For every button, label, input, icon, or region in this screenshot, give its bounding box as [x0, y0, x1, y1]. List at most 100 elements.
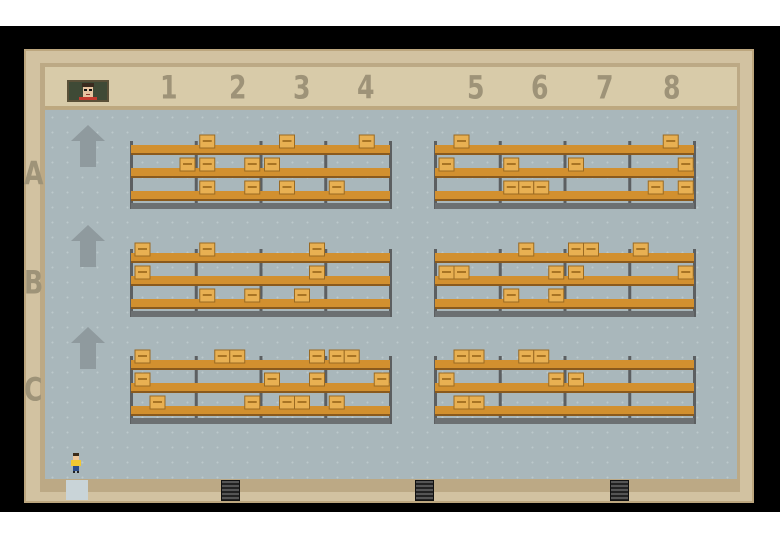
storage-box-label — [202, 140, 212, 142]
storage-box-label — [183, 163, 192, 165]
storage-box-label — [232, 355, 242, 357]
up-arrow-icon — [71, 327, 105, 369]
storage-box-label — [472, 355, 481, 357]
storage-box-label — [551, 378, 561, 380]
storage-box-label — [472, 401, 481, 403]
shelf-board — [435, 191, 694, 199]
column-label-6: 6 — [531, 68, 549, 107]
shelf-board — [435, 383, 694, 391]
storage-box-label — [202, 248, 212, 250]
storage-box-label — [442, 378, 451, 380]
storage-box-label — [442, 163, 451, 165]
shelf-board-shadow — [435, 284, 694, 286]
shelf-board — [435, 299, 694, 307]
storage-box-label — [506, 163, 516, 165]
shelf-post — [693, 141, 696, 209]
storage-box-label — [457, 140, 466, 142]
row-label-C: C — [24, 370, 43, 409]
storage-box-label — [636, 248, 646, 250]
floor-vent-icon — [221, 480, 240, 501]
column-label-2: 2 — [229, 68, 247, 107]
storage-box-label — [138, 271, 147, 273]
up-arrow-icon — [71, 125, 105, 167]
storage-box-label — [138, 355, 147, 357]
storage-box-label — [506, 186, 516, 188]
shelf-board-shadow — [131, 284, 390, 286]
shelf-board — [131, 360, 390, 368]
storage-box-label — [457, 355, 466, 357]
column-header-strip — [45, 67, 737, 109]
storage-box-label — [332, 355, 342, 357]
storage-box-label — [551, 271, 561, 273]
storage-box-label — [442, 271, 451, 273]
column-label-5: 5 — [467, 68, 485, 107]
storage-box-label — [666, 140, 676, 142]
storage-box-label — [267, 163, 277, 165]
shelf-board-shadow — [131, 176, 390, 178]
shelf-board-shadow — [435, 368, 694, 370]
storage-box-label — [521, 355, 531, 357]
player-character-icon[interactable] — [70, 453, 82, 473]
shelf-board — [131, 145, 390, 153]
row-label-B: B — [24, 263, 44, 302]
storage-box-label — [681, 163, 691, 165]
storage-box-label — [247, 294, 257, 296]
storage-box-label — [521, 248, 531, 250]
shelf-board — [435, 406, 694, 414]
storage-box-label — [153, 401, 162, 403]
shelf-board-shadow — [131, 414, 390, 416]
warehouse-door[interactable] — [66, 480, 88, 500]
shelf-board — [131, 168, 390, 176]
shelf-board-shadow — [435, 199, 694, 201]
storage-box-label — [536, 355, 546, 357]
storage-box-label — [651, 186, 661, 188]
storage-box-label — [267, 378, 277, 380]
shelf-board-shadow — [435, 176, 694, 178]
shelf-board-shadow — [131, 391, 390, 393]
storage-box-label — [202, 294, 212, 296]
storage-box-label — [312, 271, 322, 273]
column-label-3: 3 — [293, 68, 311, 107]
shelf-board-shadow — [435, 391, 694, 393]
shelf-board-shadow — [435, 414, 694, 416]
up-arrow-icon — [71, 225, 105, 267]
shelf-board — [435, 168, 694, 176]
shelf-post — [693, 249, 696, 317]
shelf-board-shadow — [435, 153, 694, 155]
shelf-board-shadow — [131, 307, 390, 309]
storage-box-label — [681, 271, 691, 273]
storage-box-label — [312, 378, 322, 380]
manager-portrait-icon[interactable] — [67, 80, 109, 102]
storage-box-label — [282, 140, 292, 142]
shelf-post — [389, 356, 392, 424]
storage-box-label — [297, 294, 307, 296]
column-label-8: 8 — [663, 68, 681, 107]
storage-box-label — [138, 248, 147, 250]
storage-box-label — [506, 294, 516, 296]
shelf-base — [435, 311, 694, 317]
storage-box-label — [247, 163, 257, 165]
storage-box-label — [586, 248, 596, 250]
shelf-post — [693, 356, 696, 424]
storage-box-label — [377, 378, 387, 380]
storage-box-label — [282, 401, 292, 403]
shelf-board — [131, 383, 390, 391]
shelf-board-shadow — [435, 307, 694, 309]
storage-box-label — [571, 163, 581, 165]
storage-box-label — [282, 186, 292, 188]
manager-face — [79, 83, 97, 100]
storage-box-label — [457, 401, 466, 403]
floor-vent-icon — [610, 480, 629, 501]
storage-box-label — [571, 378, 581, 380]
shelf-post — [389, 141, 392, 209]
shelf-base — [131, 418, 390, 424]
shelf-board-shadow — [131, 261, 390, 263]
column-label-7: 7 — [596, 68, 614, 107]
storage-box-label — [202, 163, 212, 165]
shelf-board — [435, 253, 694, 261]
shelf-base — [435, 418, 694, 424]
shelf-board — [131, 253, 390, 261]
shelf-board — [435, 276, 694, 284]
